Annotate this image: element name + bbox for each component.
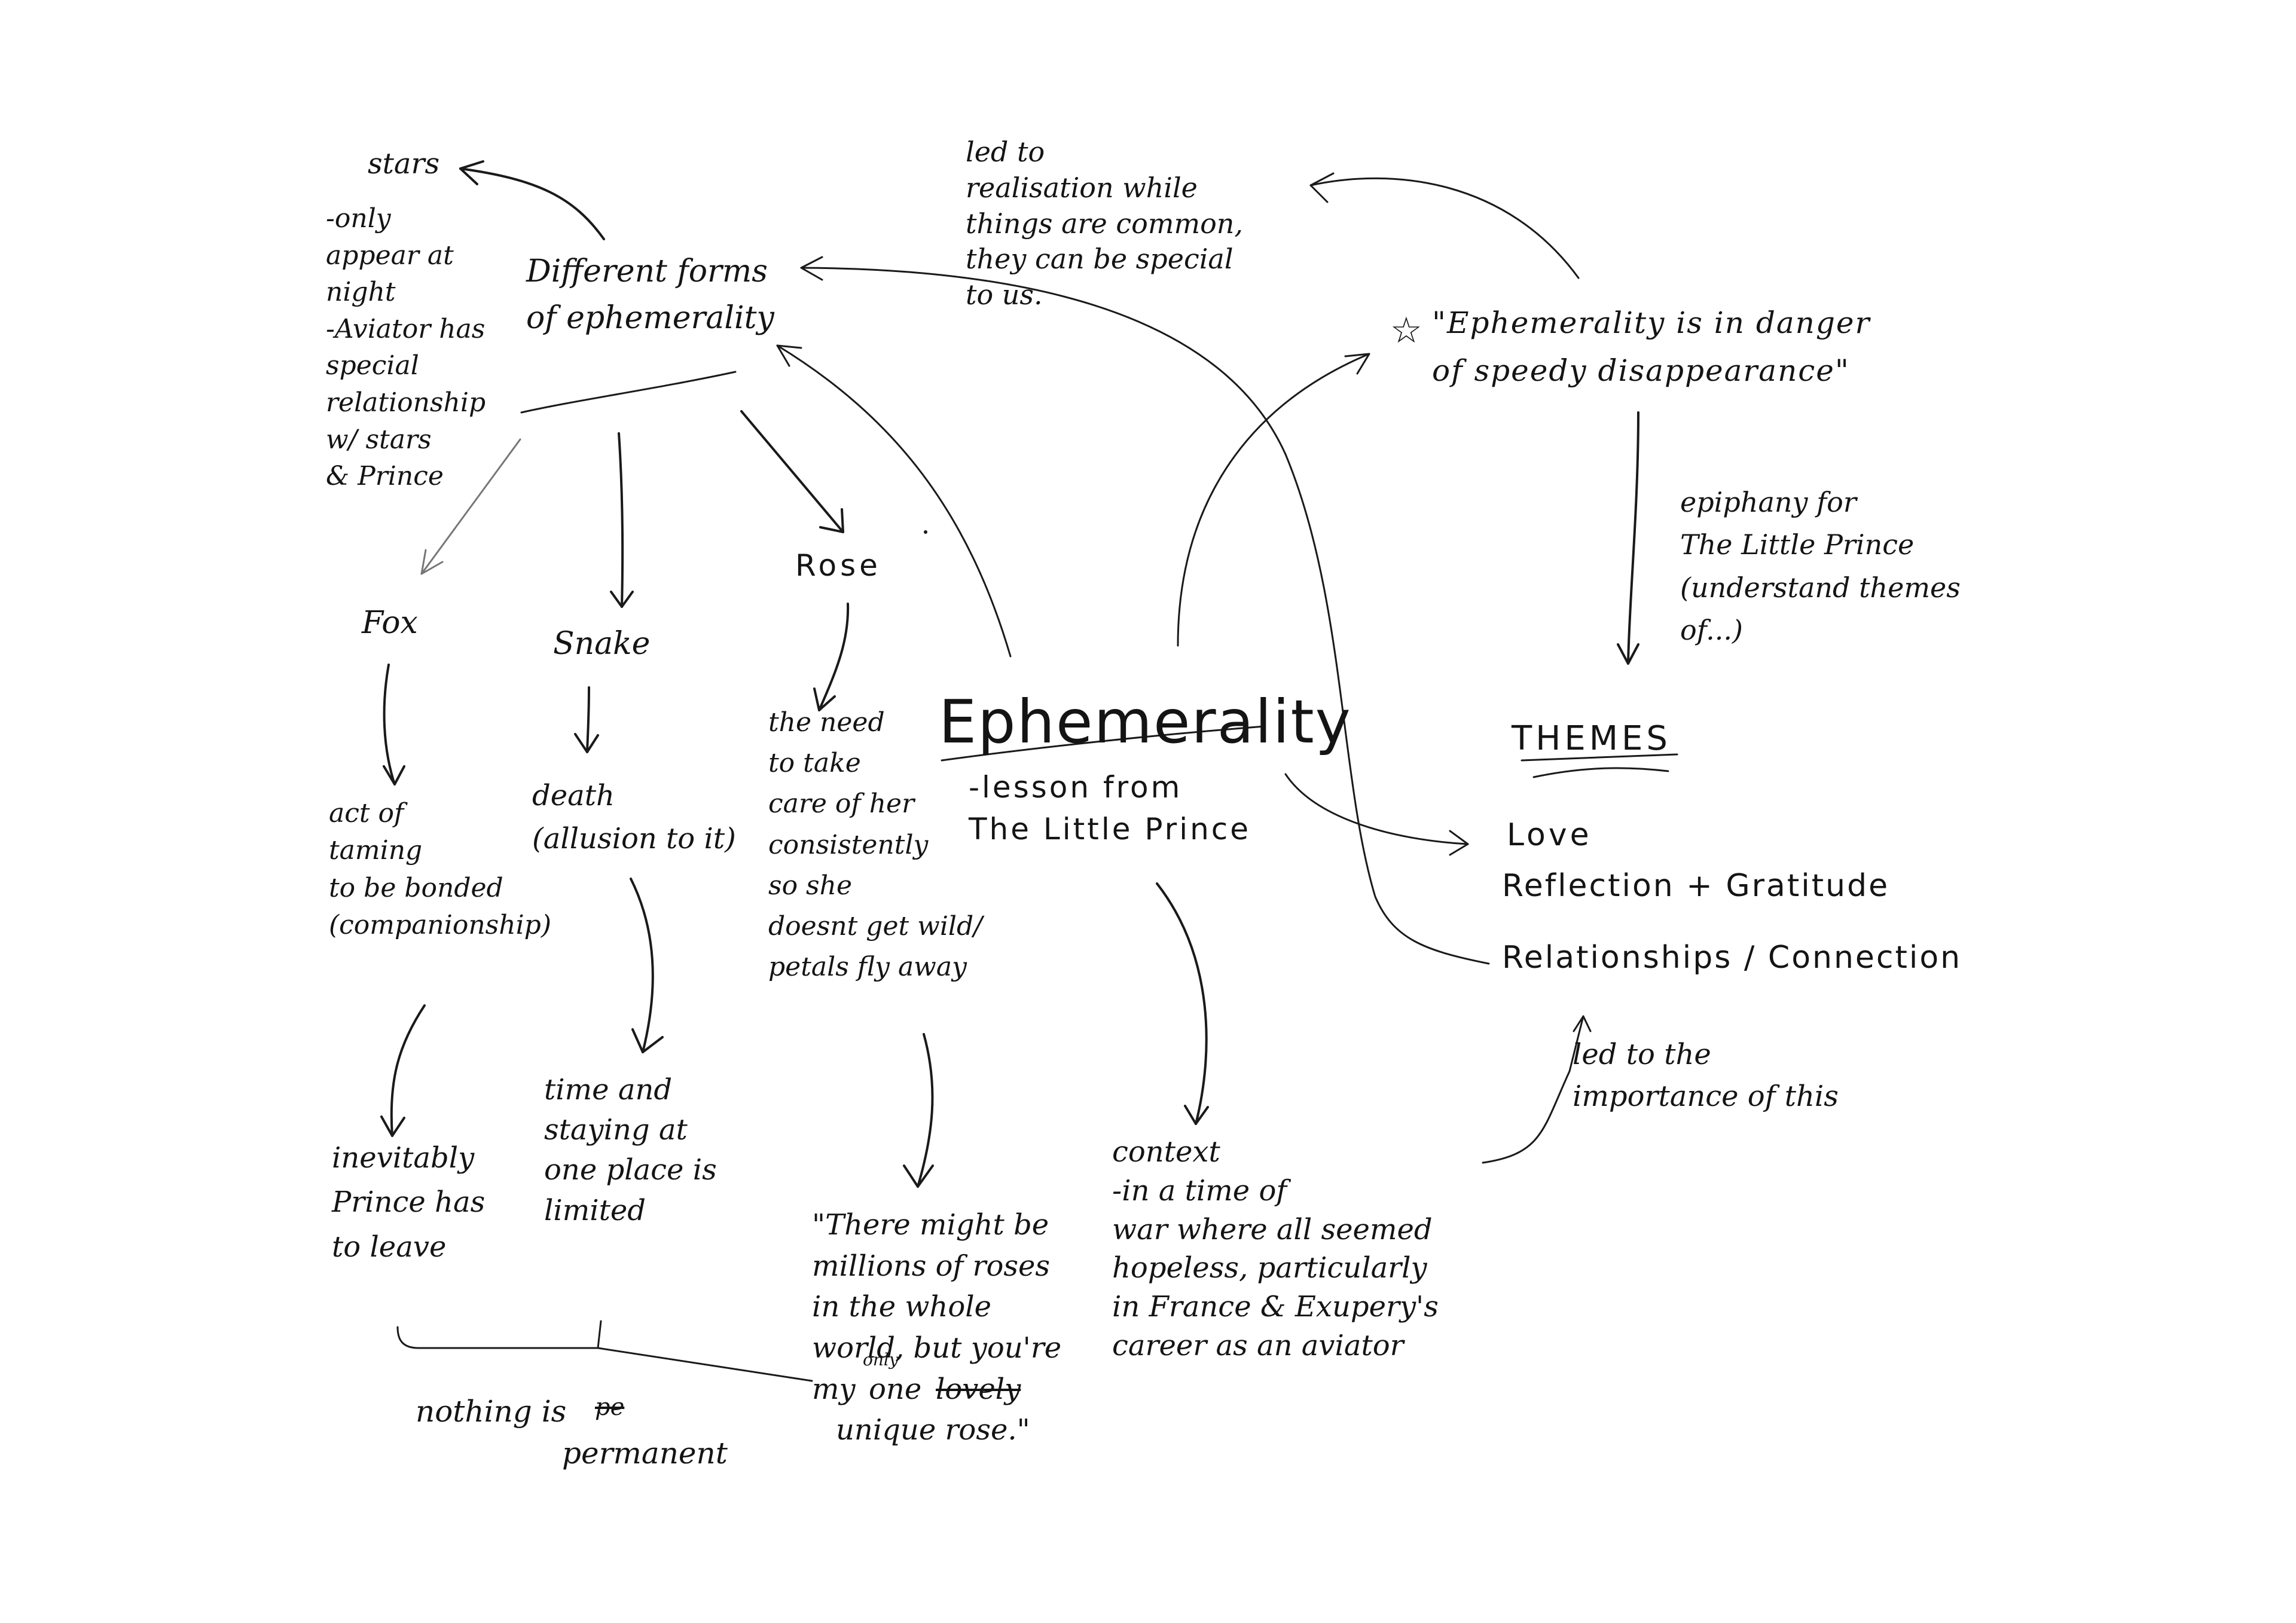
arrow-ephemerality-to-context — [1156, 882, 1208, 1125]
summary-bracket — [396, 1320, 813, 1382]
rose-quote-struck: lovely — [936, 1373, 1021, 1406]
rose-quote-insert: only — [863, 1350, 899, 1370]
context-note: context -in a time of war where all seem… — [1112, 1135, 1439, 1362]
realisation-note: led to realisation while things are comm… — [966, 136, 1244, 311]
rose-quote-body: "There might be millions of roses in the… — [812, 1208, 1062, 1406]
quote-star-icon: ☆ — [1390, 310, 1422, 352]
fox-result: inevitably Prince has to leave — [332, 1141, 486, 1264]
arrow-fox-to-meaning — [383, 664, 396, 785]
arrow-quote-to-themes — [1627, 411, 1639, 665]
fox-label: Fox — [362, 605, 418, 641]
arrow-rose-to-meaning — [818, 603, 850, 711]
epiphany-note: epiphany for The Little Prince (understa… — [1680, 486, 1961, 646]
rose-quote: "There might be millions of roses in the… — [812, 1205, 1061, 1451]
snake-label: Snake — [553, 626, 651, 662]
arrow-forms-to-snake — [618, 432, 624, 608]
forms-title: Different forms of ephemerality — [526, 253, 774, 336]
arrow-fox-to-result — [390, 1004, 426, 1137]
center-title: Ephemerality — [939, 687, 1352, 757]
snake-result: time and staying at one place is limited — [544, 1073, 717, 1227]
stars-note: -only appear at night -Aviator has speci… — [326, 203, 486, 492]
arrow-ephemerality-to-forms — [776, 344, 1012, 658]
arrow-quote-to-realisation — [1309, 177, 1580, 279]
snake-meaning: death (allusion to it) — [532, 779, 736, 855]
arrow-rose-to-quote — [917, 1033, 934, 1188]
arrow-ephemerality-to-quote — [1177, 353, 1370, 647]
theme-item: Reflection + Gratitude — [1502, 868, 1890, 904]
quote-main: "Ephemerality is in danger of speedy dis… — [1432, 305, 1871, 388]
themes-underline — [1521, 753, 1678, 778]
arrow-ephemerality-to-themes — [1284, 773, 1469, 845]
themes-heading: THEMES — [1512, 719, 1671, 758]
fox-meaning: act of taming to be bonded (companionshi… — [329, 798, 551, 941]
stars-label: stars — [368, 147, 440, 181]
arrow-forms-to-fox — [420, 438, 521, 575]
center-subtitle: -lesson from The Little Prince — [969, 770, 1251, 846]
arrow-snake-to-meaning — [586, 686, 590, 753]
rose-meaning: the need to take care of her consistentl… — [768, 707, 982, 983]
ink-dot — [924, 530, 927, 534]
arrow-forms-to-stars — [459, 167, 605, 240]
rose-quote-one: one — [869, 1373, 922, 1406]
arrow-forms-to-rose — [740, 410, 844, 533]
rose-quote-end: unique rose." — [836, 1413, 1030, 1447]
arrow-context-to-importance — [1482, 1015, 1584, 1164]
rose-label: Rose — [795, 548, 881, 583]
summary-text2: permanent — [562, 1436, 728, 1471]
underline-ephemerality — [941, 725, 1266, 762]
importance-note: led to the importance of this — [1573, 1038, 1839, 1113]
summary-struck: pe — [595, 1393, 625, 1421]
arrow-relationships-to-forms — [800, 267, 1490, 965]
summary-text1: nothing is — [416, 1394, 567, 1429]
underline-forms — [520, 371, 737, 414]
theme-item: Love — [1507, 817, 1592, 853]
arrow-snake-to-result — [630, 878, 654, 1053]
theme-item: Relationships / Connection — [1502, 940, 1962, 976]
